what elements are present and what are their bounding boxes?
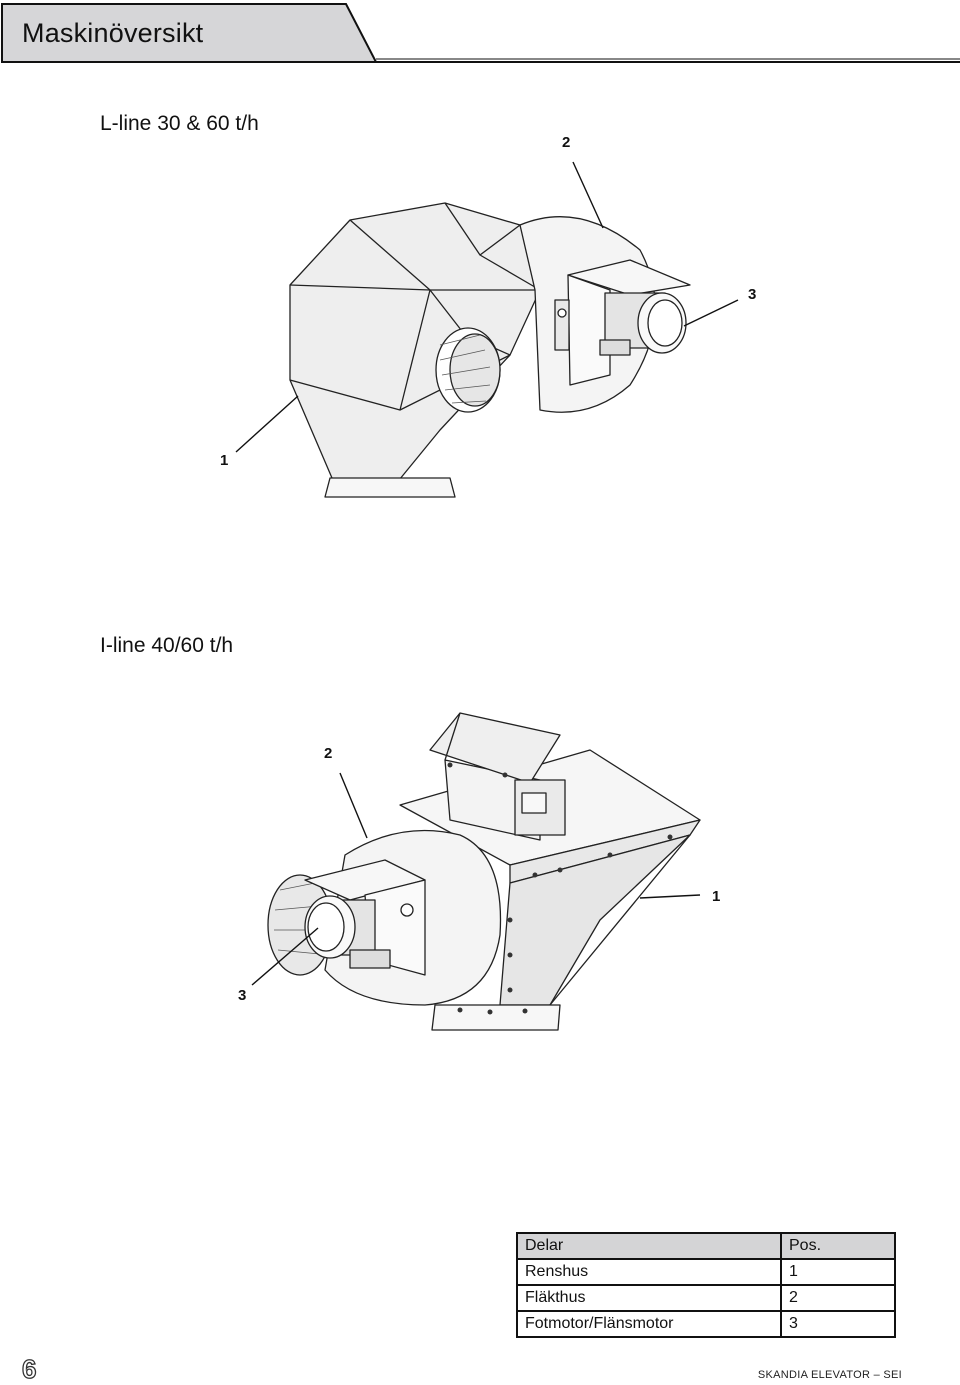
callout-2: 2	[562, 134, 571, 151]
table-row: Fotmotor/Flänsmotor 3	[516, 1310, 896, 1338]
callout-1: 1	[220, 452, 229, 469]
footer-brand: SKANDIA ELEVATOR – SEI	[757, 1369, 902, 1381]
table-cell: Fotmotor/Flänsmotor	[516, 1310, 782, 1338]
section-title-i-line: I-line 40/60 t/h	[100, 634, 234, 657]
table-cell: Renshus	[516, 1258, 782, 1286]
callout-3: 3	[238, 987, 247, 1004]
table-header-row: Delar Pos.	[516, 1232, 896, 1260]
page-header: Maskinöversikt	[0, 0, 960, 66]
table-row: Renshus 1	[516, 1258, 896, 1286]
table-cell: 2	[780, 1284, 896, 1312]
table-header-cell: Delar	[516, 1232, 782, 1260]
callout-3: 3	[748, 286, 757, 303]
l-line-leader-lines	[235, 161, 739, 453]
header-tab-shape	[1, 3, 960, 63]
table-cell: 3	[780, 1310, 896, 1338]
table-row: Fläkthus 2	[516, 1284, 896, 1312]
page-number: 6	[21, 1353, 37, 1384]
page-title: Maskinöversikt	[22, 18, 204, 48]
i-line-machine-drawing	[267, 712, 701, 1031]
callout-1: 1	[712, 888, 721, 905]
i-line-leader-lines	[251, 772, 701, 986]
callout-2: 2	[324, 745, 333, 762]
table-cell: Fläkthus	[516, 1284, 782, 1312]
l-line-machine-drawing	[289, 202, 691, 498]
section-title-l-line: L-line 30 & 60 t/h	[100, 112, 259, 135]
table-cell: 1	[780, 1258, 896, 1286]
table-header-cell: Pos.	[780, 1232, 896, 1260]
parts-table: Delar Pos. Renshus 1 Fläkthus 2 Fotmotor…	[516, 1232, 896, 1338]
